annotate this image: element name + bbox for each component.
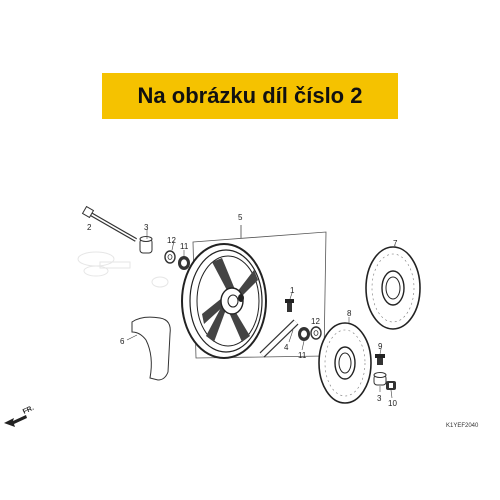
callout-5: 5 bbox=[238, 213, 243, 222]
background-ghost-shapes bbox=[77, 251, 169, 288]
callout-9: 9 bbox=[378, 342, 383, 351]
bearing-left bbox=[178, 256, 190, 270]
callout-3-right: 3 bbox=[377, 394, 382, 403]
brake-disc-upper bbox=[365, 246, 421, 330]
bolt-9 bbox=[375, 354, 385, 365]
callout-1: 1 bbox=[290, 286, 295, 295]
part-number-banner: Na obrázku díl číslo 2 bbox=[102, 73, 398, 119]
callout-3: 3 bbox=[144, 223, 149, 232]
callout-2: 2 bbox=[87, 223, 92, 232]
leader-lines bbox=[126, 229, 396, 399]
callout-12: 12 bbox=[167, 236, 176, 245]
fender-panel bbox=[131, 316, 171, 381]
dust-seal-right bbox=[310, 326, 322, 340]
callout-11: 11 bbox=[180, 242, 189, 251]
callout-11-right: 11 bbox=[298, 351, 307, 360]
disc-bolt bbox=[285, 299, 294, 312]
bearing-right bbox=[298, 327, 310, 341]
callout-10: 10 bbox=[388, 399, 397, 408]
side-collar-left bbox=[139, 236, 153, 254]
callout-8: 8 bbox=[347, 309, 352, 318]
distance-collar bbox=[259, 319, 299, 358]
front-direction-arrow: FR. bbox=[4, 405, 35, 427]
direction-label: FR. bbox=[22, 405, 35, 416]
callout-6: 6 bbox=[120, 337, 125, 346]
axle-nut bbox=[386, 381, 396, 390]
callout-4: 4 bbox=[284, 343, 289, 352]
side-collar-right bbox=[373, 372, 387, 386]
callout-12-right: 12 bbox=[311, 317, 320, 326]
dust-seal-left bbox=[164, 250, 176, 264]
callout-7: 7 bbox=[393, 239, 398, 248]
brake-disc-lower bbox=[318, 322, 372, 404]
diagram-code: K1YEF2040 bbox=[446, 423, 479, 429]
front-wheel-rim bbox=[181, 243, 267, 359]
front-axle bbox=[81, 205, 137, 242]
